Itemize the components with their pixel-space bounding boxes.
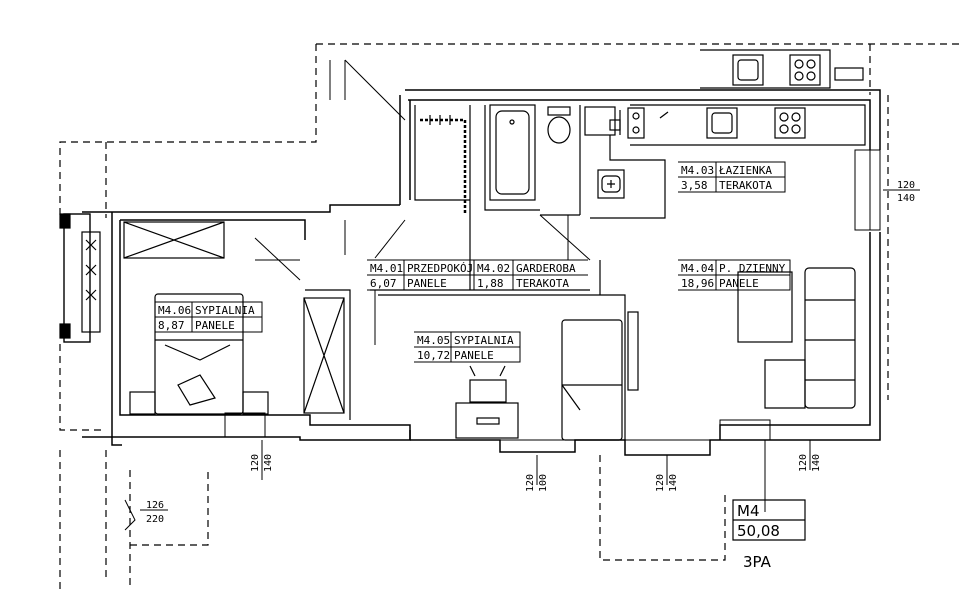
- washing-machine: [584, 106, 621, 136]
- room-name: GARDEROBA: [516, 262, 576, 275]
- room-area: 10,72: [417, 349, 450, 362]
- room-name: SYPIALNIA: [195, 304, 255, 317]
- room-tag-m4-03: M4.03 ŁAZIENKA 3,58 TERAKOTA: [681, 164, 772, 192]
- room-code: M4.04: [681, 262, 714, 275]
- kitchen-counter: [627, 104, 866, 146]
- dim-bottom: 220: [146, 514, 164, 525]
- room-tag-m4-01: M4.01 PRZEDPOKÓJ 6,07 PANELE: [370, 262, 473, 290]
- room-area: 8,87: [158, 319, 185, 332]
- dashed-outlines: [59, 43, 960, 590]
- bed: [561, 319, 623, 441]
- unit-type: 3PA: [743, 553, 772, 571]
- dim-top: 120: [655, 474, 666, 492]
- neighbour-kitchen: [700, 49, 864, 89]
- dim-top: 120: [798, 454, 809, 472]
- dim-bottom: 100: [538, 474, 549, 492]
- balcony-railing: [59, 213, 101, 343]
- room-finish: PANELE: [195, 319, 235, 332]
- room-finish: PANELE: [719, 277, 759, 290]
- room-tag-m4-02: M4.02 GARDEROBA 1,88 TERAKOTA: [477, 262, 576, 290]
- room-area: 3,58: [681, 179, 708, 192]
- balcony-door-dim: 126 220: [146, 500, 164, 525]
- dim-bottom: 140: [897, 193, 915, 204]
- window-dim-bedroom-06: 120 140: [250, 454, 274, 472]
- room-tag-m4-06: M4.06 SYPIALNIA 8,87 PANELE: [158, 304, 255, 332]
- double-bed: [129, 293, 269, 415]
- unit-tag: M4 50,08 3PA: [737, 502, 780, 571]
- room-finish: PANELE: [407, 277, 447, 290]
- window-openings: [124, 149, 881, 531]
- dim-top: 120: [250, 454, 261, 472]
- wardrobe-bedroom: [123, 221, 225, 259]
- room-area: 1,88: [477, 277, 504, 290]
- wardrobe: [303, 297, 345, 414]
- dim-bottom: 140: [668, 474, 679, 492]
- room-tag-m4-04: M4.04 P. DZIENNY 18,96 PANELE: [681, 262, 786, 290]
- room-name: PRZEDPOKÓJ: [407, 262, 473, 275]
- room-tag-m4-05: M4.05 SYPIALNIA 10,72 PANELE: [417, 334, 514, 362]
- room-finish: PANELE: [454, 349, 494, 362]
- room-finish: TERAKOTA: [516, 277, 569, 290]
- shower-rail: [420, 115, 467, 215]
- room-area: 18,96: [681, 277, 714, 290]
- window-dim-living-south: 120 140: [655, 474, 679, 492]
- dim-bottom: 140: [263, 454, 274, 472]
- unit-area: 50,08: [737, 522, 780, 540]
- dim-top: 126: [146, 500, 164, 511]
- room-name: SYPIALNIA: [454, 334, 514, 347]
- window-dim-living-corner: 120 140: [798, 454, 822, 472]
- unit-tag-frame: [732, 499, 806, 541]
- toilet: [547, 106, 571, 144]
- room-code: M4.03: [681, 164, 714, 177]
- door-swings: [254, 59, 591, 345]
- room-code: M4.06: [158, 304, 191, 317]
- dim-top: 120: [897, 180, 915, 191]
- room-area: 6,07: [370, 277, 397, 290]
- sink: [597, 169, 625, 199]
- window-dim-living-east: 120 140: [897, 180, 915, 204]
- desk: [455, 365, 519, 439]
- room-name: ŁAZIENKA: [718, 164, 772, 177]
- interior-walls: [305, 105, 666, 440]
- dim-top: 120: [525, 474, 536, 492]
- table: [737, 271, 793, 343]
- window-dim-bedroom-05: 120 100: [525, 474, 549, 492]
- sofa: [764, 267, 856, 409]
- wardrobe-small: [627, 311, 639, 391]
- exterior-walls: [82, 89, 881, 456]
- room-code: M4.02: [477, 262, 510, 275]
- bathtub: [489, 104, 536, 201]
- room-tag-frames: [155, 161, 791, 363]
- room-code: M4.01: [370, 262, 403, 275]
- room-code: M4.05: [417, 334, 450, 347]
- unit-code: M4: [737, 502, 760, 520]
- dim-bottom: 140: [811, 454, 822, 472]
- room-finish: TERAKOTA: [719, 179, 772, 192]
- room-name: P. DZIENNY: [719, 262, 786, 275]
